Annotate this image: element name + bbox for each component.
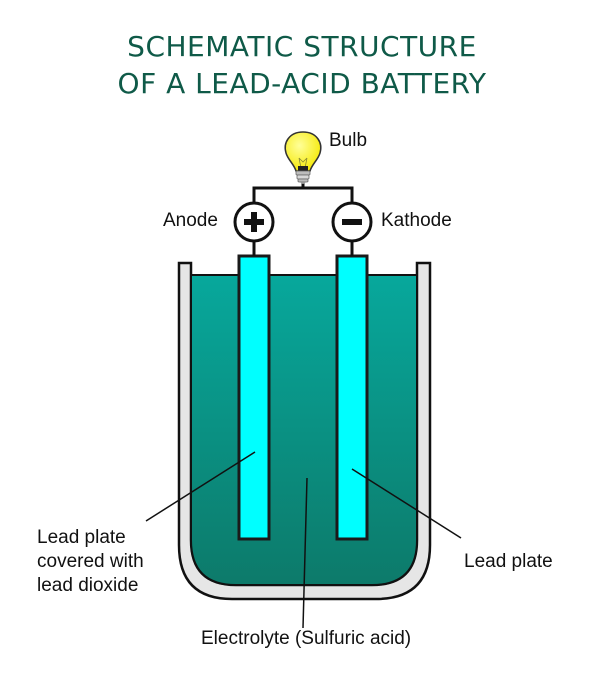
kathode-plate — [335, 254, 369, 541]
leader-right-plate — [351, 468, 462, 539]
minus-icon — [342, 219, 362, 225]
plus-icon — [244, 212, 264, 232]
left-plate-label-line-2: covered with — [37, 551, 144, 572]
anode-label: Anode — [163, 210, 218, 231]
leader-left-plate — [145, 451, 256, 522]
right-plate-label: Lead plate — [464, 551, 553, 572]
kathode-label: Kathode — [381, 210, 452, 231]
bulb-icon — [284, 131, 322, 184]
left-plate-label-line-1: Lead plate — [37, 527, 126, 548]
anode-plate — [237, 254, 271, 541]
electrolyte — [190, 274, 418, 586]
leader-electrolyte — [302, 477, 308, 629]
bulb-label: Bulb — [329, 130, 368, 151]
circuit-wire — [252, 183, 354, 256]
left-plate-label: Lead plate covered with lead dioxide — [37, 526, 144, 598]
electrolyte-label: Electrolyte (Sulfuric acid) — [201, 628, 412, 649]
left-plate-label-line-3: lead dioxide — [37, 575, 139, 596]
diagram-title-line-1: SCHEMATIC STRUCTURE — [127, 30, 477, 63]
diagram-title-line-2: OF A LEAD-ACID BATTERY — [117, 67, 487, 100]
